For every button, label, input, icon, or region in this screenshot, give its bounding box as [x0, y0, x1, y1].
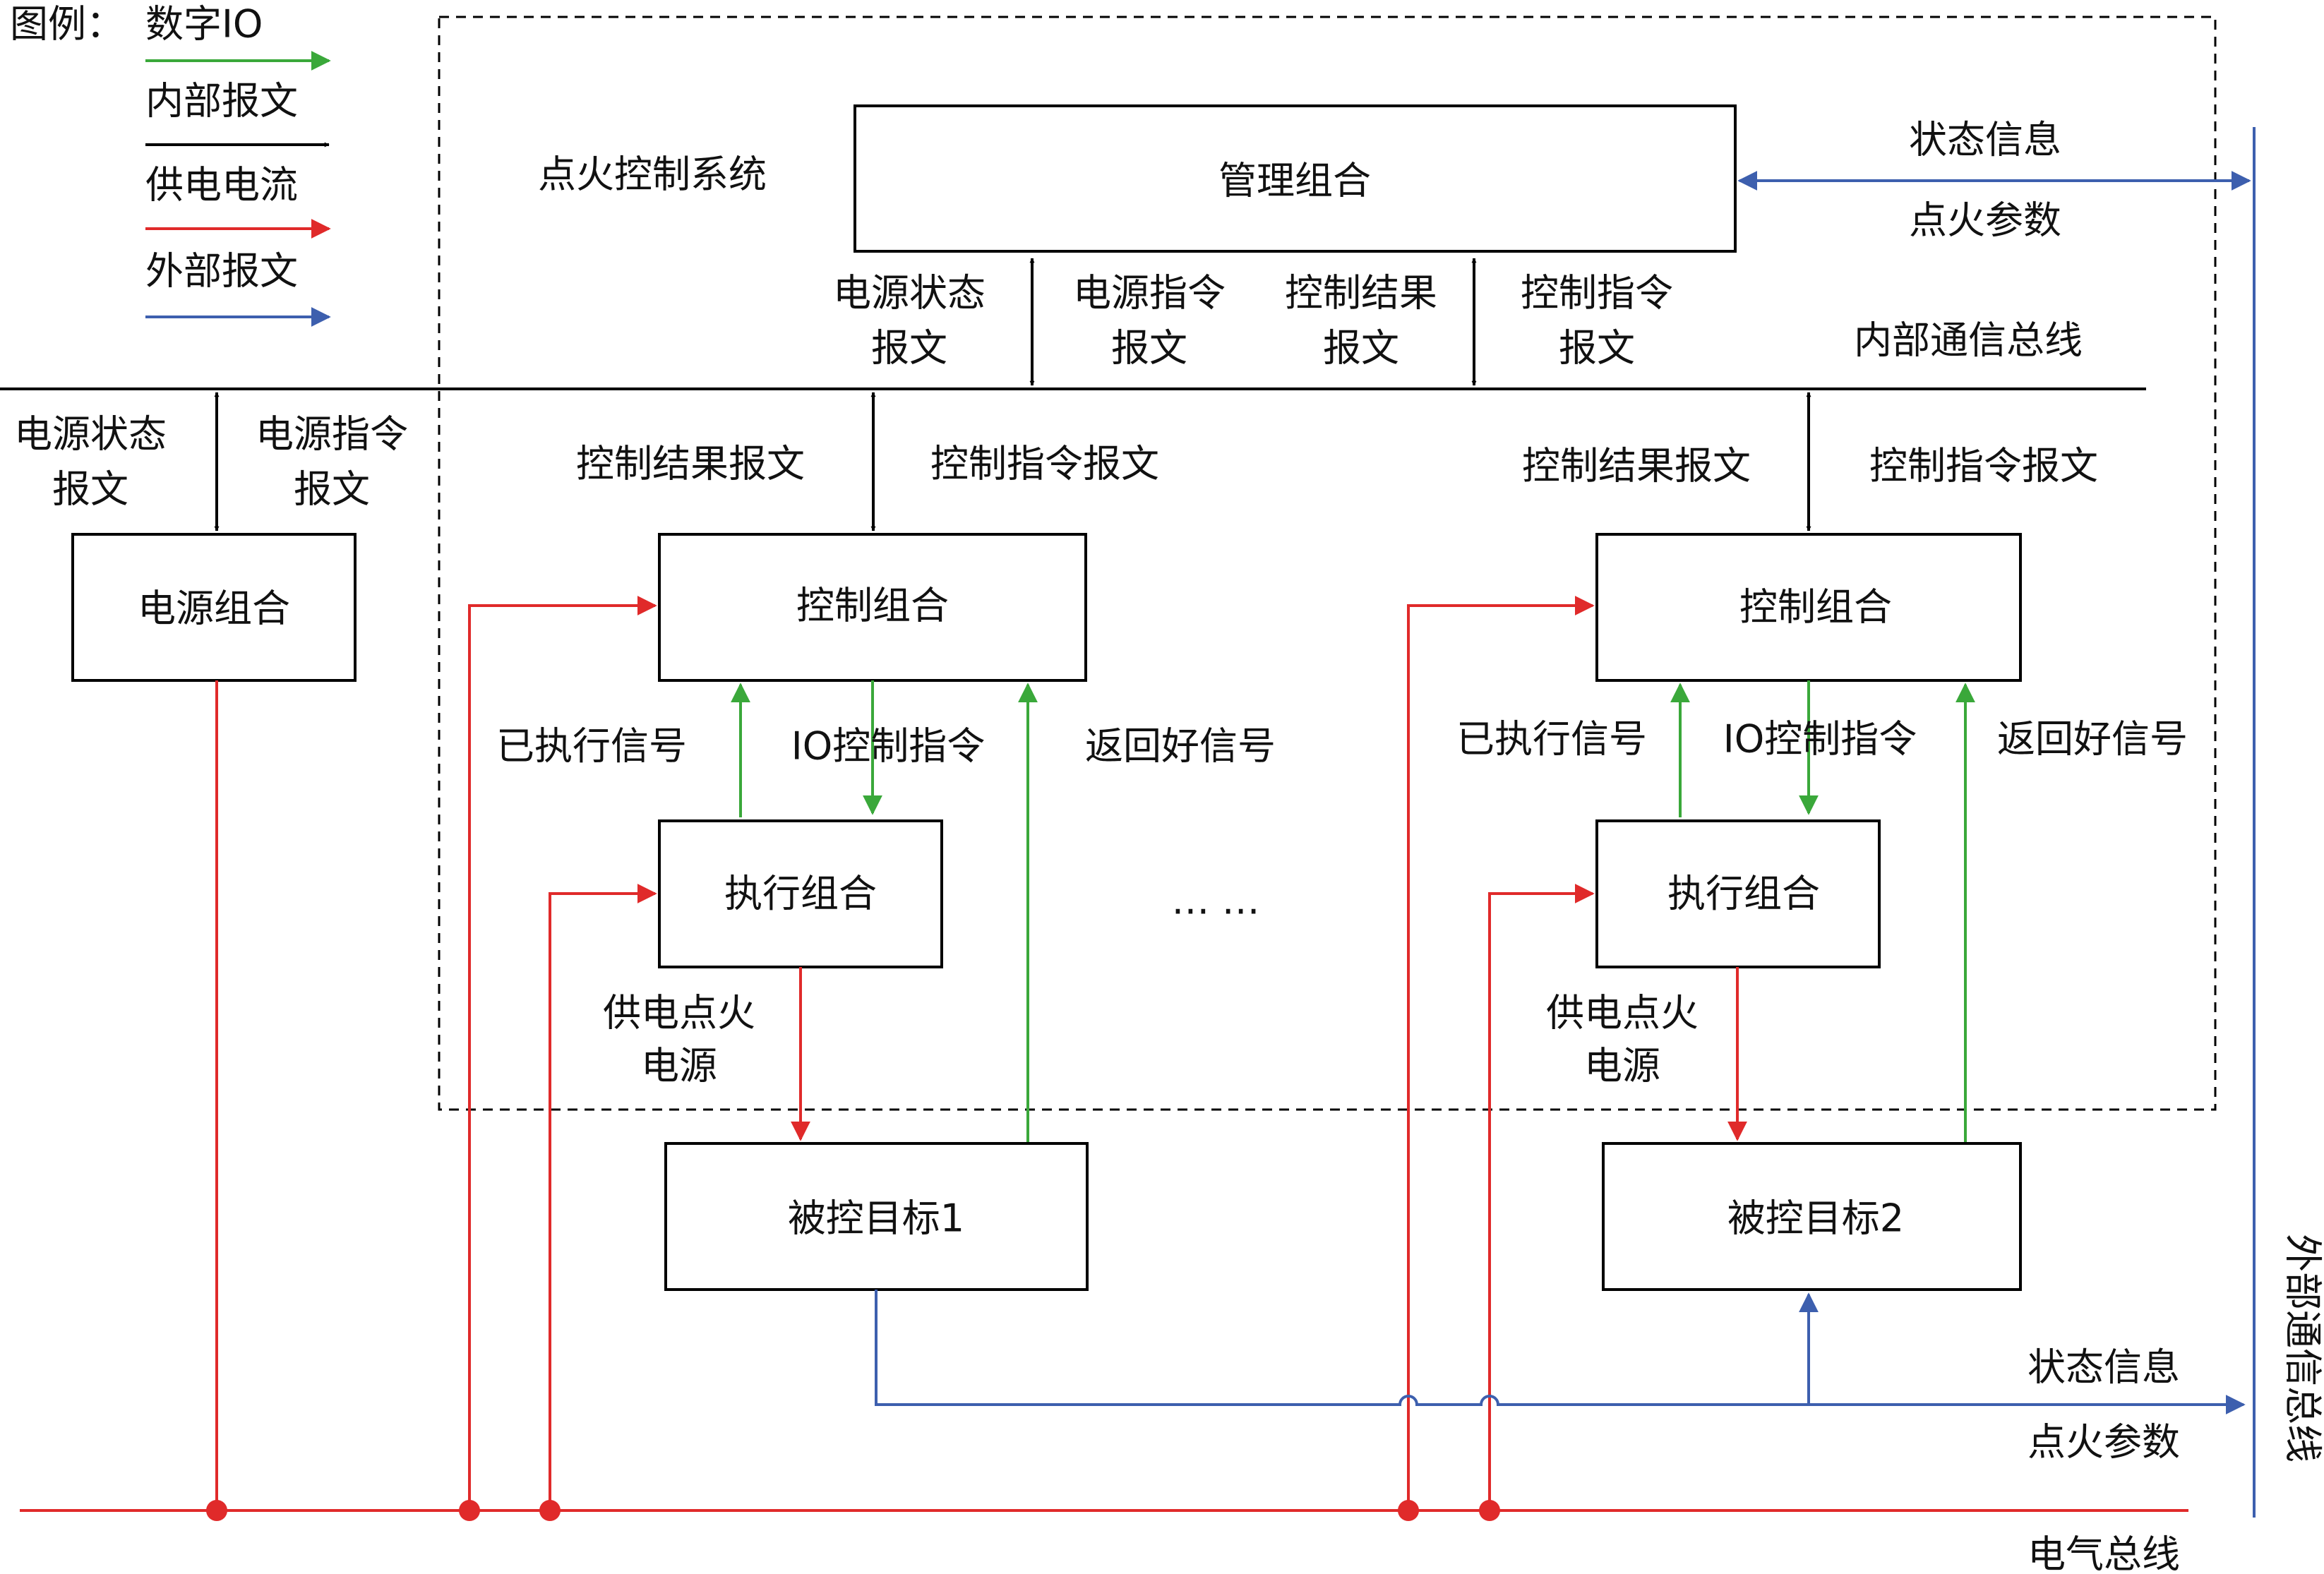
- external-bus-label: 外部通信总线: [2281, 1234, 2324, 1462]
- ch1-target-box: [664, 1142, 1089, 1291]
- junction-dot-ch1-executor: [539, 1500, 561, 1521]
- more-channels-ellipsis: … …: [1171, 879, 1259, 923]
- mgmt-power-status-line1: 电源状态: [833, 271, 986, 316]
- mgmt-power-cmd-line2: 报文: [1111, 326, 1187, 371]
- mgmt-ctrl-result-line2: 报文: [1323, 326, 1399, 371]
- ch2-cmd-msg-label: 控制指令报文: [1869, 444, 2098, 488]
- ch2-executed-signal-label: 已执行信号: [1456, 717, 1647, 762]
- ch1-executor-label: 执行组合: [724, 872, 877, 916]
- ch2-supply-line1: 供电点火: [1546, 991, 1699, 1035]
- ch2-control-unit-box: [1595, 533, 2022, 682]
- power-unit-status-line1: 电源状态: [14, 412, 167, 457]
- junction-dot-power-unit: [206, 1500, 227, 1521]
- ch1-supply-line2: 电源: [641, 1044, 717, 1088]
- ch1-executor-box: [658, 819, 943, 968]
- ch2-executor-label: 执行组合: [1667, 872, 1820, 916]
- ch2-io-cmd-label: IO控制指令: [1723, 717, 1917, 762]
- system-label: 点火控制系统: [538, 152, 767, 197]
- channel-1: 控制结果报文 控制指令报文 控制组合 已执行信号 IO控制指令 返回好信号 执行…: [468, 392, 1276, 1510]
- ch1-io-cmd-label: IO控制指令: [791, 724, 985, 769]
- ch1-supply-line1: 供电点火: [603, 991, 755, 1035]
- ch2-executor-box: [1595, 819, 1881, 968]
- power-unit-cmd-line2: 报文: [294, 467, 370, 512]
- channel-2: 控制结果报文 控制指令报文 控制组合 已执行信号 IO控制指令 返回好信号 执行…: [1407, 392, 2188, 1510]
- management-unit-label: 管理组合: [1218, 159, 1371, 203]
- targets-external-link: [875, 1290, 2246, 1414]
- ch2-target-label: 被控目标2: [1727, 1196, 1904, 1241]
- legend-title: 图例：: [10, 2, 124, 47]
- targets-ignition-params-label: 点火参数: [2027, 1420, 2180, 1465]
- ch2-supply-line2: 电源: [1584, 1044, 1660, 1088]
- legend-power-label: 供电电流: [145, 163, 298, 208]
- junction-dot-ch2-control: [1398, 1500, 1419, 1521]
- ch1-control-power-line: [468, 596, 657, 1510]
- ch1-target-label: 被控目标1: [788, 1196, 964, 1241]
- mgmt-ctrl-cmd-line2: 报文: [1559, 326, 1635, 371]
- legend-internal-msg-label: 内部报文: [145, 79, 298, 124]
- junction-dot-ch1-control: [459, 1500, 480, 1521]
- ch2-result-msg-label: 控制结果报文: [1522, 444, 1751, 488]
- mgmt-ctrl-cmd-line1: 控制指令: [1521, 271, 1673, 316]
- internal-bus-label: 内部通信总线: [1854, 318, 2083, 363]
- mgmt-power-cmd-line1: 电源指令: [1073, 271, 1226, 316]
- ch2-control-power-line: [1407, 596, 1595, 1510]
- mgmt-power-status-line2: 报文: [871, 326, 947, 371]
- ch1-cmd-msg-label: 控制指令报文: [930, 442, 1159, 486]
- ch1-control-unit-label: 控制组合: [796, 584, 949, 628]
- ch2-executor-power-line: [1488, 884, 1595, 1510]
- targets-status-info-label: 状态信息: [2027, 1345, 2180, 1390]
- ch1-return-ok-label: 返回好信号: [1085, 724, 1276, 769]
- ch1-control-unit-box: [658, 533, 1087, 682]
- power-unit-box: [71, 533, 357, 682]
- power-unit-cmd-line1: 电源指令: [256, 412, 408, 457]
- junction-dot-ch2-executor: [1479, 1500, 1500, 1521]
- ch1-executed-signal-label: 已执行信号: [496, 724, 687, 769]
- ch1-result-msg-label: 控制结果报文: [576, 442, 805, 486]
- management-unit-box: [853, 104, 1737, 253]
- power-unit-label: 电源组合: [138, 587, 290, 631]
- ch1-executor-power-line: [549, 884, 657, 1510]
- electric-bus-label: 电气总线: [2027, 1532, 2180, 1574]
- ch2-control-unit-label: 控制组合: [1739, 585, 1892, 630]
- ignition-system-frame: [438, 16, 2217, 1111]
- legend-digital-io-label: 数字IO: [145, 2, 263, 47]
- legend-external-msg-label: 外部报文: [145, 249, 298, 294]
- ch2-return-ok-label: 返回好信号: [1997, 717, 2188, 762]
- power-unit-status-line2: 报文: [52, 467, 128, 512]
- mgmt-status-info-label: 状态信息: [1909, 118, 2061, 162]
- mgmt-ctrl-result-line1: 控制结果: [1285, 271, 1437, 316]
- legend: 图例： 数字IO 内部报文 供电电流 外部报文: [10, 2, 331, 327]
- ch2-target-box: [1602, 1142, 2022, 1291]
- mgmt-ignition-params-label: 点火参数: [1909, 198, 2061, 243]
